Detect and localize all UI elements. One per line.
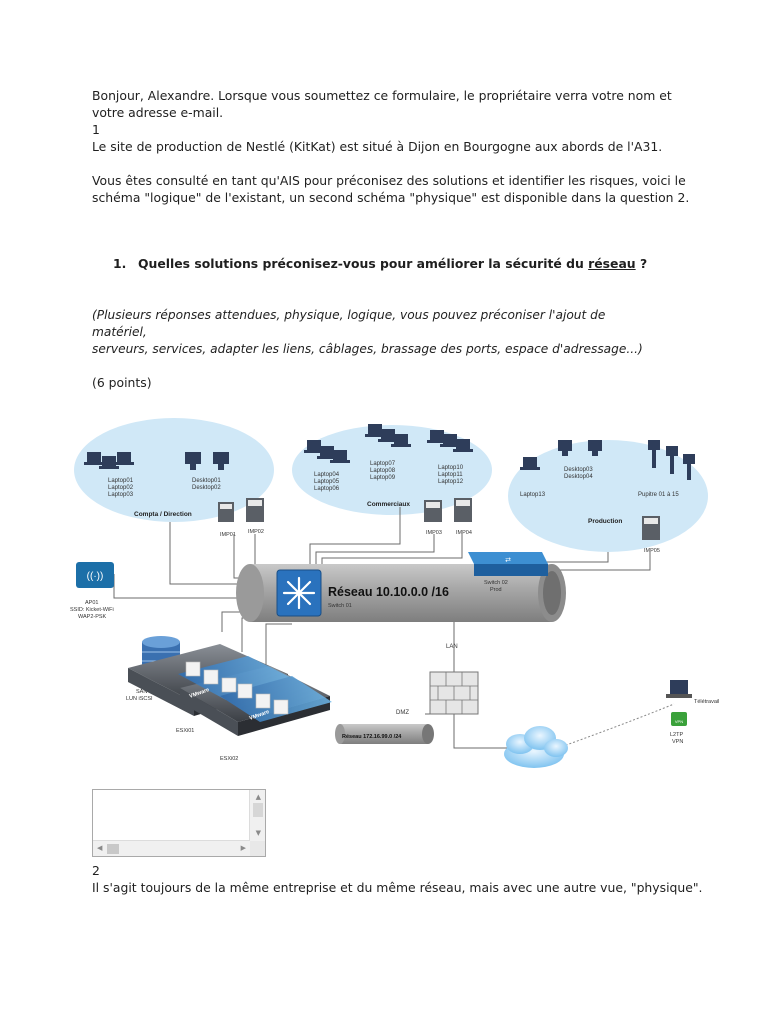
consult-line-2: schéma "logique" de l'existant, un secon… (92, 190, 690, 205)
desktop-icon (558, 440, 602, 456)
commerciaux-laptop-label: Laptop04 (314, 472, 340, 478)
vpn-shield-icon: VPN (671, 712, 687, 726)
scroll-up-arrow-icon[interactable]: ▲ (255, 793, 261, 801)
ap-security: WAP2-PSK (78, 614, 107, 620)
printer-label: IMP03 (426, 530, 442, 536)
printer-label: IMP01 (220, 532, 236, 538)
resize-corner[interactable] (250, 841, 265, 856)
ap-name: AP01 (85, 600, 98, 606)
esxi-label: ESXi01 (176, 728, 194, 734)
commerciaux-laptop-label: Laptop07 (370, 461, 396, 467)
laptop-icon (520, 457, 540, 470)
desktop-icon (185, 452, 229, 470)
pupitres-label: Pupitre 01 à 15 (638, 492, 679, 498)
compta-laptop-label: Laptop02 (108, 485, 134, 491)
scroll-down-arrow-icon[interactable]: ▼ (255, 829, 261, 837)
vm-boxes (185, 661, 289, 715)
network-diagram: Laptop01 Laptop02 Laptop03 Desktop01 Des… (70, 418, 719, 768)
scrollbar-thumb[interactable] (253, 803, 263, 817)
vpn-link (557, 703, 675, 749)
switch02-prod-label: Prod (490, 587, 502, 593)
compta-laptop-label: Laptop03 (108, 492, 134, 498)
compta-laptop-label: Laptop01 (108, 478, 134, 484)
switch01-label: Switch 01 (328, 603, 352, 609)
l2tp-label: L2TP (670, 732, 683, 738)
core-switch-icon (276, 569, 322, 617)
vertical-scrollbar[interactable]: ▲ ▼ (249, 790, 265, 842)
answer-textarea[interactable]: ▲ ▼ ◀ ▶ (92, 789, 266, 857)
commerciaux-laptop-label: Laptop11 (438, 472, 463, 478)
question-1-number: 1 (92, 122, 100, 137)
remote-laptop-icon (666, 680, 692, 698)
svg-text:⇄: ⇄ (505, 557, 511, 564)
teletravail-label: Télétravail (694, 699, 719, 705)
scrollbar-thumb[interactable] (107, 844, 119, 854)
zone-commerciaux (292, 425, 492, 515)
san-label: SAN (136, 689, 147, 695)
vpn-label: VPN (672, 739, 683, 745)
esxi-label: ESXi02 (220, 756, 238, 762)
commerciaux-zone-title: Commerciaux (367, 501, 410, 508)
network-label: Réseau 10.10.0.0 /16 (328, 585, 449, 599)
scroll-right-arrow-icon[interactable]: ▶ (240, 844, 246, 852)
question-2-number: 2 (92, 863, 100, 878)
zone-compta (74, 418, 274, 522)
ap-ssid: SSID: Kicket-WiFi (70, 607, 114, 613)
san-lun-label: LUN iSCSI (126, 696, 153, 702)
printer-label: IMP04 (456, 530, 472, 536)
firewall-icon (429, 671, 479, 715)
prod-switch-icon: ⇄ (468, 552, 548, 576)
production-laptop-label: Laptop13 (520, 492, 546, 498)
dmz-network-tube (335, 724, 434, 744)
compta-zone-title: Compta / Direction (134, 511, 192, 518)
vpn-badge-label: VPN (675, 719, 683, 724)
question-2-text: Il s'agit toujours de la même entreprise… (92, 880, 703, 895)
horizontal-scrollbar[interactable]: ◀ ▶ (93, 840, 250, 856)
commerciaux-laptop-label: Laptop06 (314, 486, 340, 492)
question-1-list-number: 1. (113, 256, 127, 271)
laptop-icon (304, 424, 473, 463)
commerciaux-laptop-label: Laptop05 (314, 479, 340, 485)
switch02-label: Switch 02 (484, 580, 508, 586)
laptop-icon (84, 452, 134, 469)
printer-icon (642, 516, 660, 540)
scroll-left-arrow-icon[interactable]: ◀ (97, 844, 103, 852)
consult-line-1: Vous êtes consulté en tant qu'AIS pour p… (92, 173, 686, 188)
dmz-label: DMZ (396, 710, 409, 716)
production-desktop-label: Desktop03 (564, 467, 593, 473)
printer-label: IMP05 (644, 548, 660, 554)
compta-desktop-label: Desktop01 (192, 478, 221, 484)
question-1-title: Quelles solutions préconisez-vous pour a… (138, 256, 648, 271)
question-1-hint: (Plusieurs réponses attendues, physique,… (92, 308, 643, 356)
vmware-layer-icon (178, 656, 332, 722)
lan-label: LAN (446, 644, 458, 650)
svg-text:((·)): ((·)) (87, 571, 104, 582)
commerciaux-laptop-label: Laptop09 (370, 475, 396, 481)
printer-icon (424, 498, 472, 522)
wifi-ap-icon: ((·)) (76, 562, 114, 588)
production-desktop-label: Desktop04 (564, 474, 593, 480)
production-zone-title: Production (588, 518, 622, 525)
intro-line-2: votre adresse e-mail. (92, 105, 224, 120)
printer-label: IMP02 (248, 529, 264, 535)
compta-desktop-label: Desktop02 (192, 485, 221, 491)
commerciaux-laptop-label: Laptop08 (370, 468, 396, 474)
kiosk-icon (648, 440, 695, 480)
dmz-network-label: Réseau 172.16.99.0 /24 (342, 734, 402, 740)
cloud-icon (504, 726, 568, 768)
commerciaux-laptop-label: Laptop12 (438, 479, 464, 485)
question-1-points: (6 points) (92, 375, 152, 390)
printer-icon (218, 498, 264, 522)
commerciaux-laptop-label: Laptop10 (438, 465, 464, 471)
intro-line-1: Bonjour, Alexandre. Lorsque vous soumett… (92, 88, 672, 103)
site-description: Le site de production de Nestlé (KitKat)… (92, 139, 663, 154)
